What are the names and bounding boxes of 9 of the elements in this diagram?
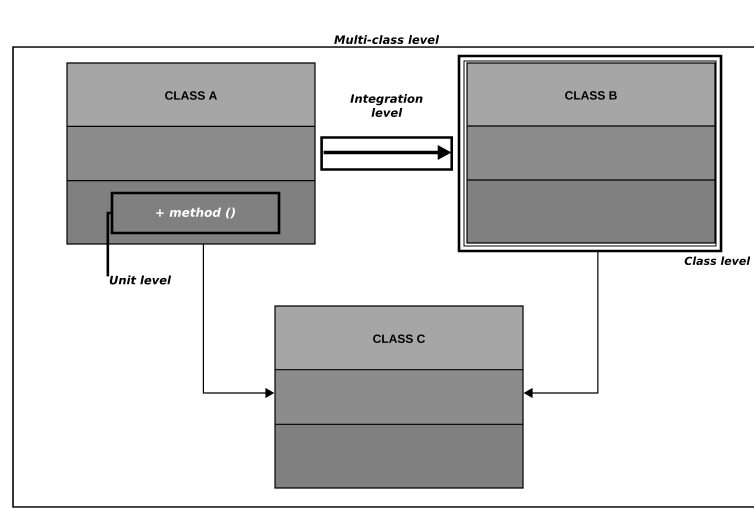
class-box: CLASS B <box>466 62 716 244</box>
arrow <box>320 136 453 171</box>
node-label: Multi-class level <box>334 35 440 44</box>
class-box: CLASS C <box>274 305 524 489</box>
method-box: + method () <box>110 192 280 234</box>
leader-line <box>106 212 111 276</box>
edge-label: Integration level <box>350 94 422 117</box>
level-label: Unit level <box>110 276 172 284</box>
node-label: Class level <box>684 256 750 266</box>
